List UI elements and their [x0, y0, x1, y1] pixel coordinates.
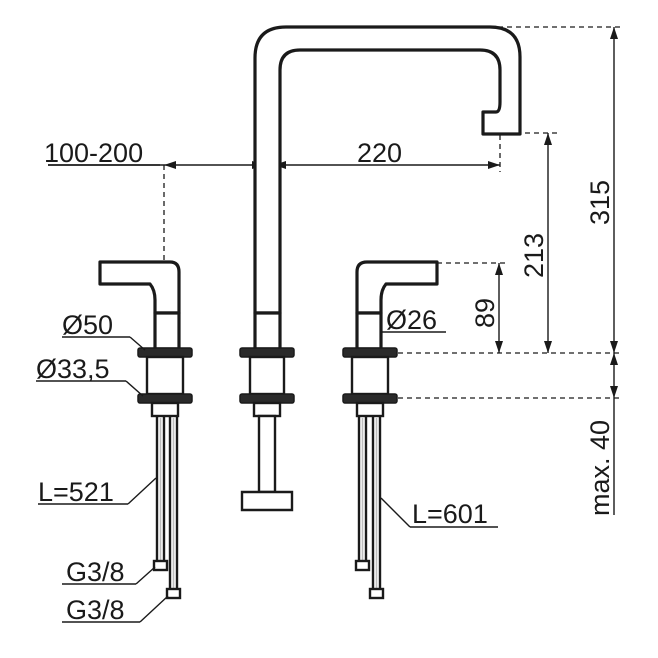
leader-lines	[36, 336, 498, 623]
total-height-label: 315	[585, 180, 615, 225]
thread-lower-label: G3/8	[66, 595, 125, 625]
labels: 100-200 220 315 213 89 max. 40 Ø50 Ø33,5…	[36, 138, 615, 625]
handle-height-label: 89	[470, 298, 500, 328]
flange-diameter-label: Ø50	[62, 310, 113, 340]
left-handle-valve	[98, 260, 193, 600]
spout	[239, 25, 522, 512]
hose-right-length-label: L=601	[412, 499, 488, 529]
thread-upper-label: G3/8	[66, 557, 125, 587]
spread-dimension-label: 100-200	[44, 138, 143, 168]
hose-left-length-label: L=521	[38, 477, 114, 507]
spout-height-label: 213	[519, 233, 549, 278]
body-diameter-label: Ø33,5	[36, 354, 110, 384]
handle-diameter-label: Ø26	[386, 305, 437, 335]
reach-dimension-label: 220	[357, 138, 402, 168]
max-deck-thickness-label: max. 40	[585, 420, 615, 516]
extension-lines	[163, 26, 622, 399]
right-handle-valve	[342, 260, 439, 600]
